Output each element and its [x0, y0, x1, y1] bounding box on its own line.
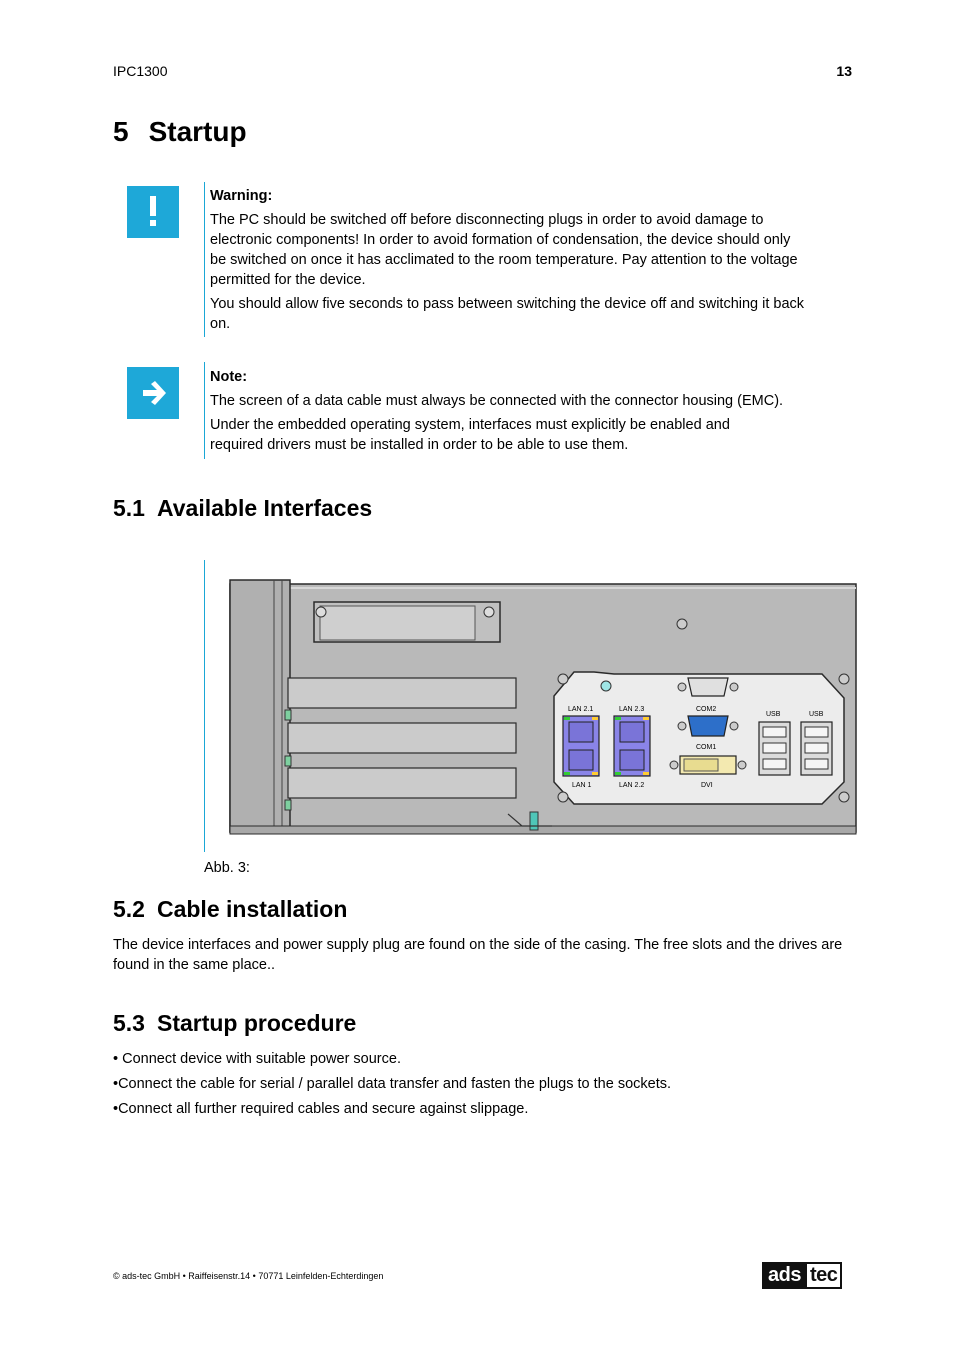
section-5-3-heading: 5.3 Startup procedure — [113, 1010, 356, 1037]
figure-caption: Abb. 3: — [204, 860, 250, 876]
section-5-2-text: The device interfaces and power supply p… — [113, 937, 843, 973]
logo-part-1: ads — [762, 1262, 805, 1289]
label-com2: COM2 — [696, 706, 716, 713]
list-item: • Connect device with suitable power sou… — [113, 1051, 401, 1067]
warning-label: Warning: — [210, 188, 273, 204]
section-5-3-number: 5.3 — [113, 1010, 145, 1036]
label-dvi: DVI — [701, 782, 713, 789]
warning-paragraph-2: You should allow five seconds to pass be… — [210, 296, 805, 332]
warning-block: Warning: The PC should be switched off b… — [210, 186, 810, 338]
exclamation-icon — [127, 186, 179, 238]
label-lan22: LAN 2.2 — [619, 782, 644, 789]
chapter-title: Startup — [148, 116, 247, 147]
figure-divider — [204, 560, 205, 852]
note-paragraph-2: Under the embedded operating system, int… — [210, 417, 730, 453]
chapter-number: 5 — [113, 116, 129, 147]
label-lan1: LAN 1 — [572, 782, 592, 789]
section-5-1-heading: 5.1 Available Interfaces — [113, 495, 372, 522]
page-number: 13 — [836, 63, 852, 79]
label-lan23: LAN 2.3 — [619, 706, 644, 713]
warning-paragraph-1: The PC should be switched off before dis… — [210, 212, 798, 288]
section-5-2-title: Cable installation — [156, 896, 348, 922]
logo-part-2: tec — [804, 1262, 843, 1289]
warning-divider — [204, 182, 205, 337]
header-product: IPC1300 — [113, 63, 168, 79]
list-item: •Connect the cable for serial / parallel… — [113, 1076, 672, 1092]
device-interface-figure: LAN 2.1 LAN 2.3 COM2 COM1 USB USB LAN 1 … — [229, 579, 857, 835]
section-5-2-number: 5.2 — [113, 896, 145, 922]
label-usb-b: USB — [809, 711, 824, 718]
section-5-3-title: Startup procedure — [156, 1010, 357, 1036]
chapter-heading: 5 Startup — [113, 116, 247, 148]
label-com1: COM1 — [696, 744, 716, 751]
label-usb-a: USB — [766, 711, 781, 718]
arrow-right-icon — [127, 367, 179, 419]
list-item: •Connect all further required cables and… — [113, 1101, 529, 1117]
section-5-1-title: Available Interfaces — [156, 495, 373, 521]
startup-procedure-list: • Connect device with suitable power sou… — [113, 1049, 858, 1124]
label-lan21: LAN 2.1 — [568, 706, 593, 713]
note-block: Note: The screen of a data cable must al… — [210, 367, 810, 459]
footer-address: © ads-tec GmbH • Raiffeisenstr.14 • 7077… — [113, 1271, 384, 1281]
note-label: Note: — [210, 369, 248, 385]
note-paragraph-1: The screen of a data cable must always b… — [210, 393, 784, 409]
note-divider — [204, 362, 205, 459]
section-5-1-number: 5.1 — [113, 495, 145, 521]
section-5-2-heading: 5.2 Cable installation — [113, 896, 347, 923]
